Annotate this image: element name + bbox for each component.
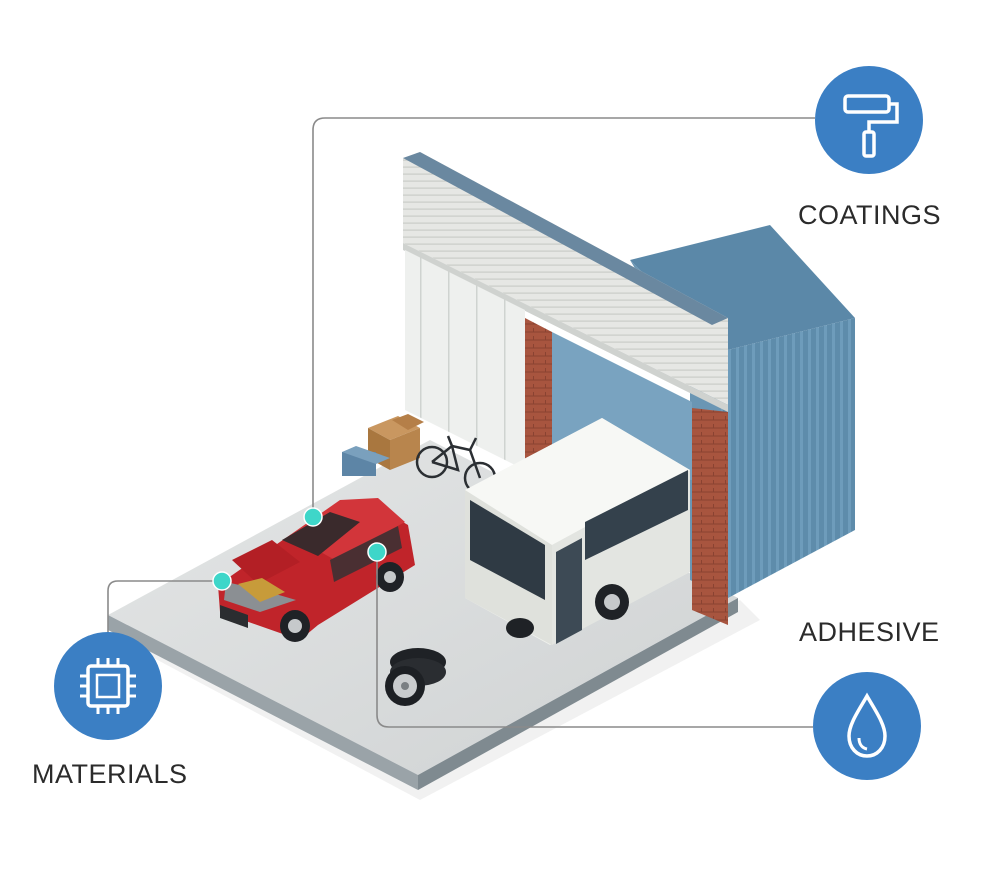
- microchip-icon: [54, 632, 162, 740]
- marker-materials: [212, 571, 232, 591]
- leader-lines: [107, 117, 815, 728]
- back-wall: [403, 152, 728, 625]
- crates: [342, 414, 424, 476]
- coatings-label: COATINGS: [798, 200, 942, 230]
- leader-line-materials: [107, 580, 222, 636]
- paint-roller-icon: [815, 66, 923, 174]
- coatings-badge: [815, 66, 923, 174]
- adhesive-badge: [813, 672, 921, 780]
- leader-line-coatings: [312, 117, 815, 517]
- materials-badge: [54, 632, 162, 740]
- tires: [385, 648, 446, 706]
- bus: [465, 418, 690, 645]
- markers: [212, 507, 387, 591]
- marker-coatings: [303, 507, 323, 527]
- marker-adhesive: [367, 542, 387, 562]
- leader-line-adhesive: [376, 552, 813, 728]
- red-car: [218, 498, 415, 642]
- water-drop-icon: [813, 672, 921, 780]
- materials-label: MATERIALS: [32, 759, 188, 789]
- adhesive-label: ADHESIVE: [799, 617, 940, 647]
